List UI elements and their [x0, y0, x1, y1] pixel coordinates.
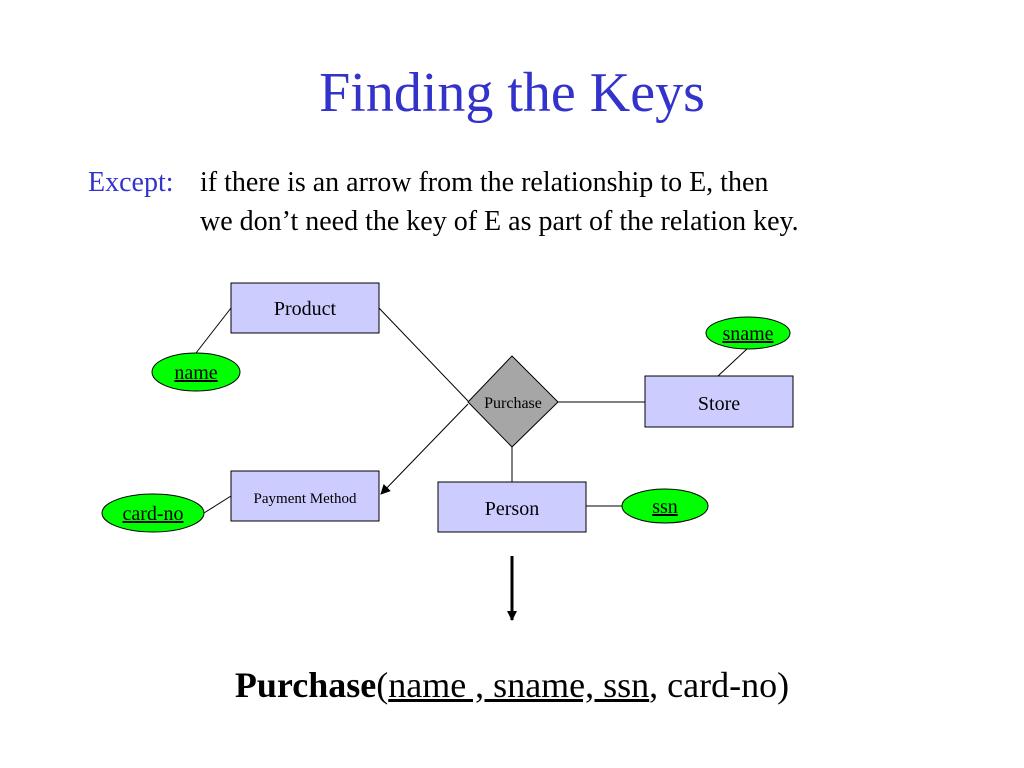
attribute-ssn-label: ssn — [652, 496, 678, 518]
edge-product-purchase — [378, 307, 469, 402]
except-text-line-1: if there is an arrow from the relationsh… — [200, 167, 769, 198]
slide-title: Finding the Keys — [319, 62, 705, 124]
attribute-name-label: name — [174, 362, 217, 384]
attribute-card-no: card-no — [101, 493, 205, 533]
except-text-line-2: we don’t need the key of E as part of th… — [200, 206, 799, 237]
edge-cardno-payment — [203, 495, 232, 514]
entity-person: Person — [437, 481, 587, 533]
edge-name-product — [195, 307, 232, 354]
entity-person-label: Person — [485, 498, 539, 520]
except-label: Except: — [88, 167, 174, 198]
entity-payment-method: Payment Method — [230, 470, 380, 522]
schema-open-paren: ( — [376, 665, 389, 705]
entity-payment-method-label: Payment Method — [254, 491, 357, 507]
entity-product-label: Product — [274, 298, 337, 320]
schema-other-attributes: , card-no) — [649, 665, 790, 705]
edge-purchase-payment-arrow — [380, 403, 469, 495]
attribute-card-no-label: card-no — [122, 503, 183, 525]
attribute-sname: sname — [705, 316, 791, 350]
relation-schema: Purchase(name , sname, ssn, card-no) — [0, 662, 1024, 708]
relationship-purchase: Purchase — [467, 355, 559, 448]
attribute-name: name — [151, 352, 241, 392]
edge-sname-store — [717, 347, 749, 377]
relation-name: Purchase — [234, 665, 377, 705]
attribute-sname-label: sname — [722, 323, 773, 345]
entity-product: Product — [230, 282, 380, 334]
attribute-ssn: ssn — [621, 488, 709, 524]
entity-store-label: Store — [698, 393, 740, 415]
entity-store: Store — [644, 375, 794, 428]
schema-key-attributes: name , sname, ssn — [388, 665, 650, 705]
relationship-purchase-label: Purchase — [484, 395, 542, 412]
